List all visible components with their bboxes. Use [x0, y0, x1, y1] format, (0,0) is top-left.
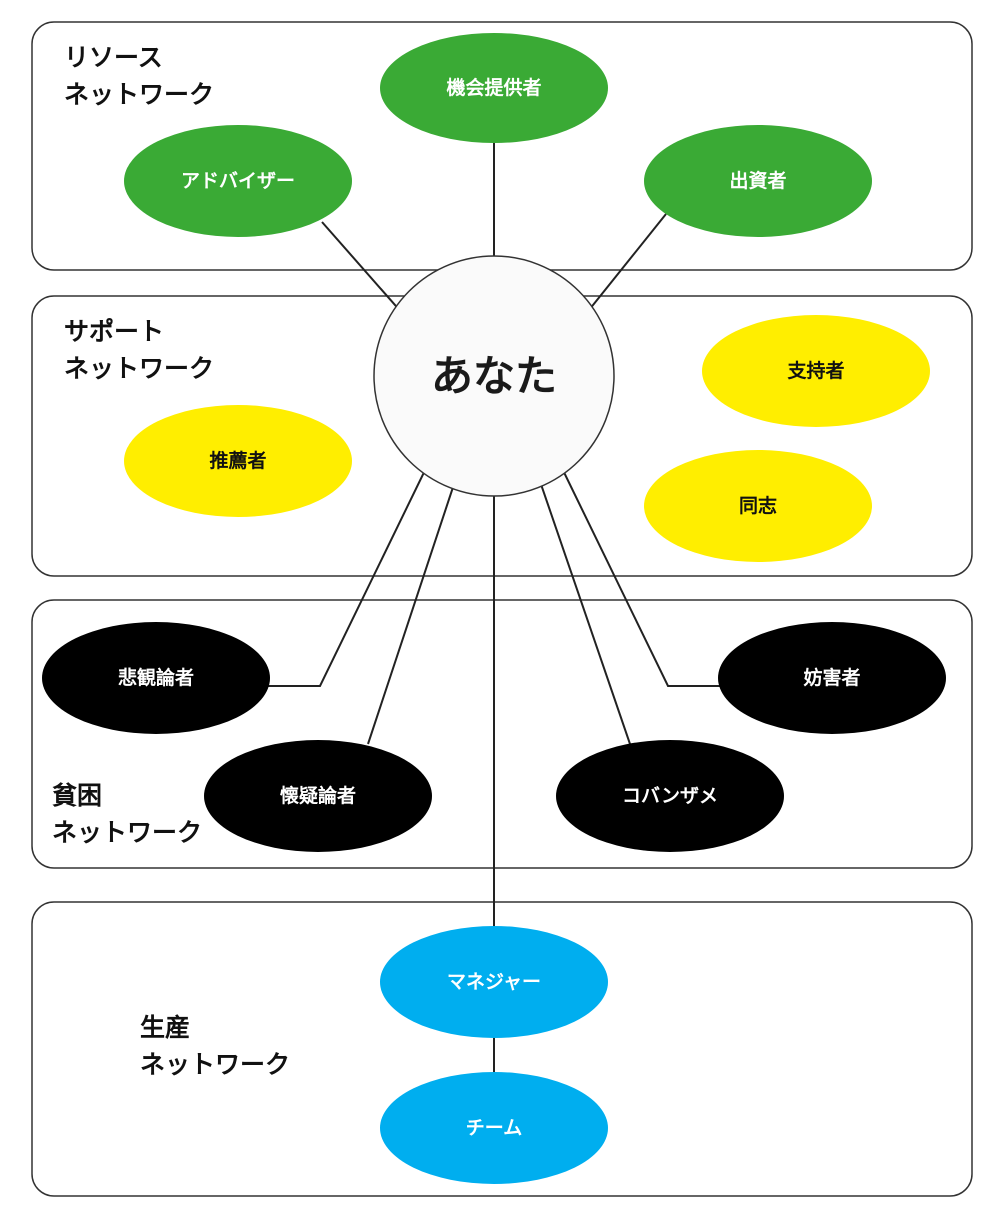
node-advisor: アドバイザー: [124, 125, 352, 237]
group-label-support: サポート ネットワーク: [64, 317, 214, 383]
node-team: チーム: [380, 1072, 608, 1184]
center-node: あなた: [373, 255, 615, 497]
node-recommender: 推薦者: [124, 405, 352, 517]
node-label-pessimist: 悲観論者: [118, 666, 194, 689]
group-label-poverty: 貧困 ネットワーク: [52, 781, 202, 847]
group-box-production: [31, 901, 973, 1197]
group-label-production: 生産 ネットワーク: [140, 1013, 290, 1079]
node-investor: 出資者: [644, 125, 872, 237]
edge-pessimist: [268, 459, 431, 687]
node-label-advisor: アドバイザー: [181, 170, 295, 192]
node-pessimist: 悲観論者: [42, 622, 270, 734]
node-obstructor: 妨害者: [718, 622, 946, 734]
node-label-supporter: 支持者: [786, 359, 844, 382]
node-comrade: 同志: [644, 450, 872, 562]
node-label-freeloader: コバンザメ: [622, 785, 718, 807]
node-label-manager: マネジャー: [447, 971, 541, 993]
center-circle: [373, 255, 615, 497]
node-label-investor: 出資者: [729, 169, 786, 192]
edge-skeptic: [367, 459, 463, 745]
node-skeptic: 懐疑論者: [204, 740, 432, 852]
node-label-obstructor: 妨害者: [803, 666, 860, 689]
node-label-team: チーム: [466, 1117, 522, 1139]
node-manager: マネジャー: [380, 926, 608, 1038]
node-opportunity: 機会提供者: [380, 33, 608, 143]
edge-freeloader: [531, 457, 631, 745]
node-label-comrade: 同志: [739, 494, 777, 517]
node-label-skeptic: 懐疑論者: [280, 784, 356, 807]
group-label-resource: リソース ネットワーク: [64, 43, 214, 109]
node-supporter: 支持者: [702, 315, 930, 427]
node-label-recommender: 推薦者: [209, 449, 266, 472]
node-freeloader: コバンザメ: [556, 740, 784, 852]
center-label: あなた: [431, 352, 557, 401]
edge-obstructor: [557, 459, 720, 687]
node-label-opportunity: 機会提供者: [446, 76, 541, 99]
